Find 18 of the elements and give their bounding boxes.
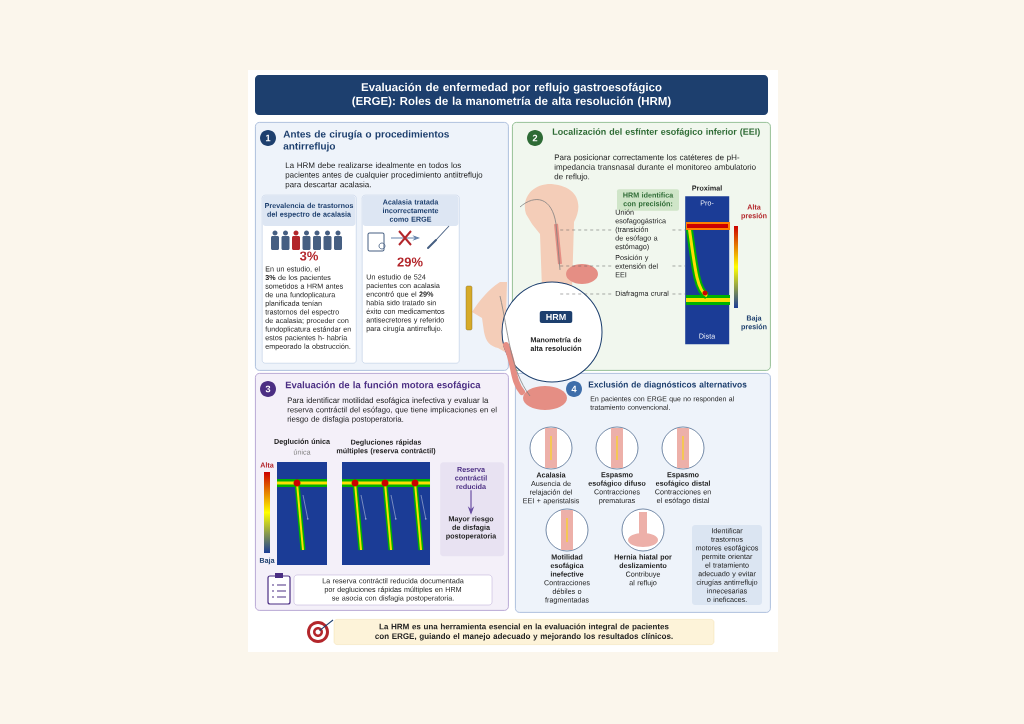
title-banner: Evaluación de enfermedad por reflujo gastroesofágico (ERGE): Roles de la manometría de alta resolución (HRM) xyxy=(255,75,768,115)
panel-heading: Exclusión de diagnósticos alternativos xyxy=(588,381,747,390)
stat-value: 29% xyxy=(397,257,423,267)
panel-heading: Antes de cirugía o procedimientos antirreflujo xyxy=(283,130,449,152)
panel-heading: Localización del esfínter esofágico inferior (EEI) xyxy=(552,128,760,137)
number-badge: 1 xyxy=(260,130,276,146)
number-badge: 4 xyxy=(566,381,582,397)
panel-heading: Evaluación de la función motora esofágica xyxy=(285,381,481,391)
number-badge: 2 xyxy=(527,130,543,146)
panel-text: Para posicionar correctamente los catéteres de pH-impedancia transnasal durante el monitoreo ambulatorio de reflujo. xyxy=(554,154,756,181)
panel-text: La HRM debe realizarse idealmente en todos los pacientes antes de cualquier procedimiento antiitreflujo para descartar acalasia. xyxy=(285,162,483,189)
conclusion-box: La HRM es una herramienta esencial en la evaluación integral de pacientes con ERGE, guiando el manejo adecuado y mejorando los resultados clínicos. xyxy=(333,619,715,645)
stat-value: 3% xyxy=(299,251,319,261)
leader-line xyxy=(672,229,686,231)
number-badge: 3 xyxy=(260,381,276,397)
highlight-box xyxy=(440,462,505,557)
manometry-heatmap xyxy=(685,196,730,345)
leader-line xyxy=(672,293,686,295)
